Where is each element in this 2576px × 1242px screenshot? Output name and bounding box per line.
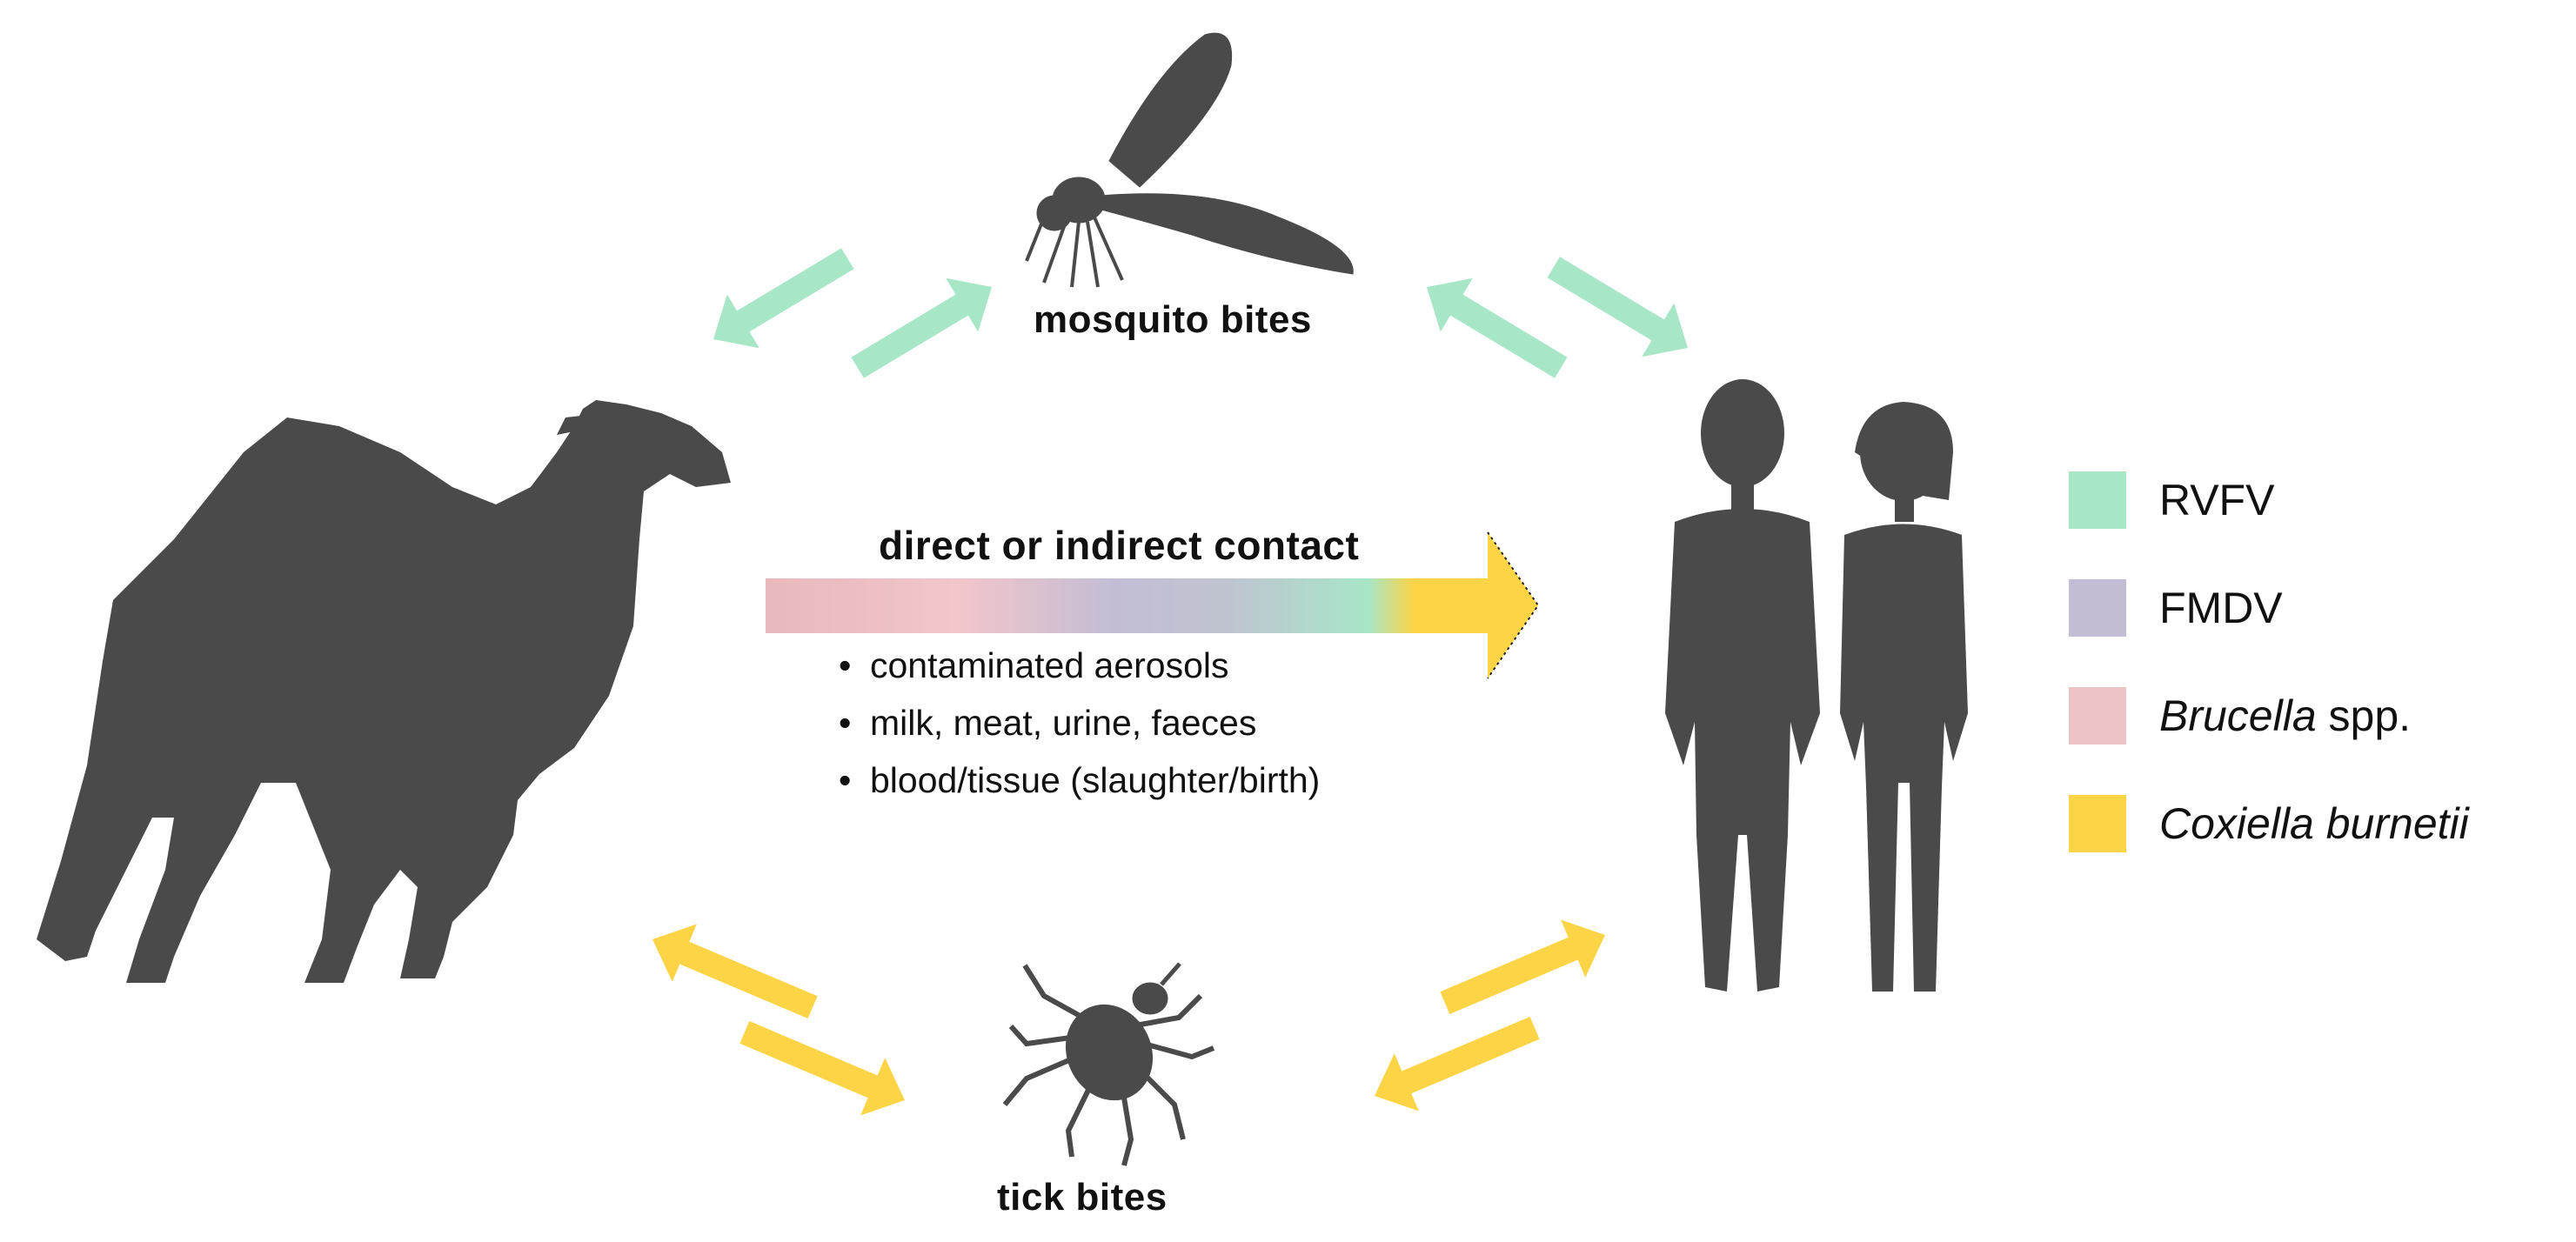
arrow-camel-to-tick	[739, 1020, 905, 1116]
tick-arrows	[652, 919, 1605, 1116]
arrow-mosquito-to-camel	[713, 248, 854, 349]
legend-swatch	[2069, 795, 2126, 852]
legend-item-brucella: Brucella spp.	[2069, 687, 2576, 751]
legend-label: Brucella spp.	[2159, 691, 2412, 740]
legend-label: FMDV	[2159, 584, 2283, 632]
contact-title: direct or indirect contact	[879, 523, 1360, 568]
mosquito-icon	[1025, 32, 1354, 288]
contact-arrow	[766, 531, 1540, 679]
tick-icon	[1002, 962, 1215, 1166]
arrow-camel-to-mosquito	[851, 277, 992, 378]
camel-icon	[37, 400, 731, 983]
arrow-tick-to-camel	[652, 924, 818, 1019]
humans-icon	[1665, 379, 1968, 992]
arrow-tick-to-humans	[1440, 919, 1605, 1015]
legend-item-fmdv: FMDV	[2069, 579, 2576, 644]
mosquito-bites-label: mosquito bites	[1034, 298, 1312, 341]
legend-swatch	[2069, 471, 2126, 529]
contact-route-item: milk, meat, urine, faeces	[835, 694, 1320, 751]
legend-item-coxiella: Coxiella burnetii	[2069, 795, 2576, 859]
contact-route-list: contaminated aerosols milk, meat, urine,…	[835, 637, 1320, 809]
mosquito-arrows	[713, 248, 1688, 378]
arrow-humans-to-tick	[1375, 1016, 1540, 1112]
arrow-humans-to-mosquito	[1427, 277, 1568, 378]
legend-label: Coxiella burnetii	[2159, 799, 2469, 848]
legend-swatch	[2069, 687, 2126, 745]
legend-swatch	[2069, 579, 2126, 637]
tick-bites-label: tick bites	[997, 1176, 1168, 1219]
legend-label: RVFV	[2159, 476, 2275, 524]
legend-item-rvfv: RVFV	[2069, 471, 2576, 536]
arrow-mosquito-to-humans	[1547, 257, 1688, 357]
contact-route-item: blood/tissue (slaughter/birth)	[835, 751, 1320, 809]
contact-route-item: contaminated aerosols	[835, 637, 1320, 694]
